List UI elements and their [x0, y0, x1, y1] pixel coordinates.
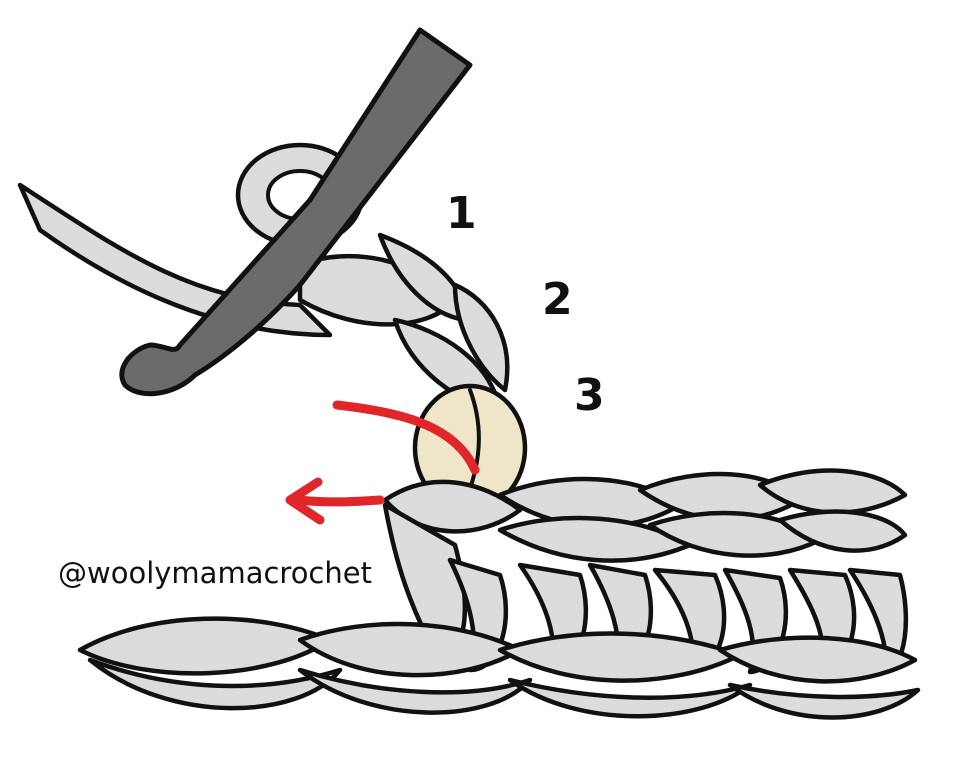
credit-handle: @woolymamacrochet	[58, 556, 372, 590]
step-label-3: 3	[574, 370, 605, 421]
step-label-1: 1	[446, 188, 477, 239]
step-label-2: 2	[542, 274, 573, 325]
